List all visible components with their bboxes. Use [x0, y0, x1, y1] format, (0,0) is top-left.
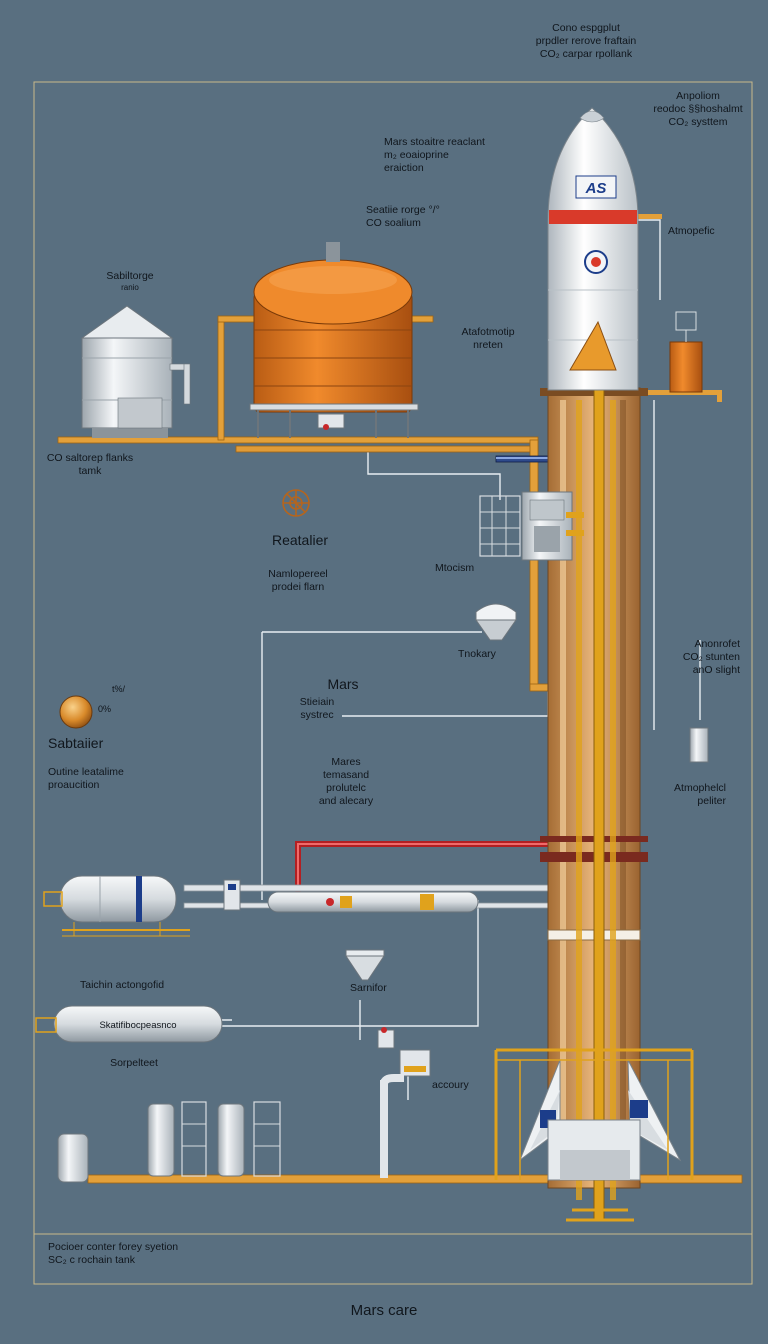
- label-sabatier-left: Sabtaiier: [48, 735, 103, 752]
- label-atmospheric-panel: Atmophelcl peliter: [648, 782, 726, 808]
- label-line: Reatalier: [271, 532, 329, 548]
- label-atmospheric-top: Atmopefic: [668, 225, 715, 238]
- label-co-storage-tanks: CO saltorep flanks tamk: [30, 452, 150, 478]
- label-line: SC₂ c rochain tank: [48, 1254, 135, 1266]
- label-line: CO₂ systtem: [668, 116, 728, 128]
- label-line: CO saltorep flanks: [46, 452, 134, 464]
- label-line: CO₂ stunten: [682, 651, 740, 663]
- label-line: tamk: [78, 465, 102, 477]
- label-line: prpdler rerove fraftain: [535, 35, 637, 47]
- label-line: Atmophelcl: [674, 782, 726, 794]
- accuracy-unit: [380, 1049, 431, 1178]
- label-line: prolutelc: [326, 782, 366, 794]
- label-line: Mtocism: [435, 562, 475, 574]
- label-line: Atafotmotip: [461, 326, 515, 338]
- label-right-co2: Anonrofet CO₂ stunten anO slight: [656, 638, 740, 677]
- footer-title: Mars care: [300, 1302, 468, 1320]
- label-sabatier-tank-small: Sabiltorge ranio: [90, 270, 170, 292]
- label-line: Sabiltorge: [106, 270, 154, 282]
- label-terrain-tank-inner: Skatifibocpeasnco: [68, 1019, 208, 1032]
- label-reactor-sub: Namlopereel prodei flarn: [246, 568, 350, 594]
- label-line: ranio: [121, 283, 139, 292]
- label-line: accoury: [432, 1079, 469, 1091]
- label-mars-terrain: Mares temasand prolutelc and alecary: [296, 756, 396, 808]
- outer-frame: [33, 81, 753, 1285]
- label-line: and alecary: [318, 795, 374, 807]
- label-line: Mars: [327, 676, 359, 692]
- label-sorpelteet: Sorpelteet: [96, 1057, 172, 1070]
- label-line: Seatiie rorge °/°: [366, 204, 440, 216]
- hopper-tank: [475, 603, 517, 641]
- rocket-logo: AS: [585, 180, 607, 197]
- label-sabatier-storage: Seatiie rorge °/° CO soalium: [366, 204, 440, 230]
- label-line: Mars stoaitre reaclant: [384, 136, 485, 148]
- label-bottom-note: Pocioer conter forey syetion SC₂ c rocha…: [48, 1241, 178, 1267]
- label-line: proaucition: [48, 779, 100, 791]
- label-planet-pct: t%/ 0%: [98, 679, 125, 719]
- label-line: eraiction: [384, 162, 424, 174]
- label-line: Sarnifor: [350, 982, 387, 994]
- label-line: Tnokary: [458, 648, 496, 660]
- label-station-system: Stieiain systrec: [284, 696, 350, 722]
- label-line: Taichin actongofid: [80, 979, 165, 991]
- label-line: temasand: [322, 769, 370, 781]
- label-reactor-title: Reatalier: [250, 532, 350, 549]
- label-accuracy: accoury: [432, 1079, 469, 1092]
- label-line: anO slight: [692, 664, 740, 676]
- label-line: reodoc §§hoshalmt: [653, 103, 743, 115]
- label-line: Skatifibocpeasnco: [99, 1020, 177, 1031]
- label-line: Anpoliom: [676, 90, 720, 102]
- label-mars-storage: Mars stoaitre reaclant m₂ eoaioprine era…: [384, 136, 485, 175]
- module-unit: [479, 491, 584, 561]
- label-line: CO₂ carpar rpollank: [539, 48, 633, 60]
- planet-icon: [59, 695, 93, 729]
- label-line: Atmopefic: [668, 225, 715, 237]
- terrain-tank: [35, 1005, 223, 1043]
- label-line: 0%: [98, 704, 112, 714]
- label-line: Anonrofet: [694, 638, 740, 650]
- horizontal-storage-tank: [43, 875, 190, 937]
- label-top-center: Cono espgplut prpdler rerove fraftain CO…: [498, 22, 674, 61]
- label-line: Pocioer conter forey syetion: [48, 1241, 179, 1253]
- sampler-funnel: [345, 949, 395, 1049]
- label-outline-production: Outine leatalime proaucition: [48, 766, 124, 792]
- sabatier-storage-tank: [80, 305, 191, 438]
- label-module: Mtocism: [435, 562, 474, 575]
- label-line: Namlopereel: [268, 568, 328, 580]
- launch-frame: [494, 1048, 694, 1222]
- label-atmosphere-mid: Atafotmotip nreten: [446, 326, 530, 352]
- reactor-icon: [282, 489, 310, 517]
- label-line: m₂ eoaioprine: [384, 149, 449, 161]
- rocket-fins: [518, 1059, 682, 1181]
- bottom-equipment-cluster: [57, 1101, 281, 1183]
- label-line: systrec: [300, 709, 334, 721]
- label-line: Sorpelteet: [110, 1057, 158, 1069]
- label-line: nreten: [473, 339, 503, 351]
- label-line: peliter: [697, 795, 726, 807]
- label-line: Sabtaiier: [48, 735, 104, 751]
- rocket: AS: [547, 107, 639, 391]
- label-mars-heading: Mars: [308, 676, 378, 693]
- orange-reactant-tank: [249, 242, 419, 438]
- label-sampler: Sarnifor: [350, 982, 387, 995]
- label-line: Outine leatalime: [48, 766, 124, 778]
- label-line: Stieiain: [299, 696, 335, 708]
- label-line: Mars care: [350, 1302, 418, 1319]
- atmospheric-collector: [669, 311, 709, 763]
- label-line: t%/: [112, 684, 126, 694]
- label-tank-small: Tnokary: [458, 648, 496, 661]
- label-line: CO soalium: [366, 217, 421, 229]
- red-pipes: [295, 841, 589, 893]
- label-line: Cono espgplut: [552, 22, 620, 34]
- label-terrain-tank-title: Taichin actongofid: [80, 979, 164, 992]
- label-top-right: Anpoliom reodoc §§hoshalmt CO₂ systtem: [632, 90, 764, 129]
- label-line: Mares: [331, 756, 361, 768]
- process-pipe-assembly: [223, 879, 479, 913]
- label-line: prodei flarn: [271, 581, 325, 593]
